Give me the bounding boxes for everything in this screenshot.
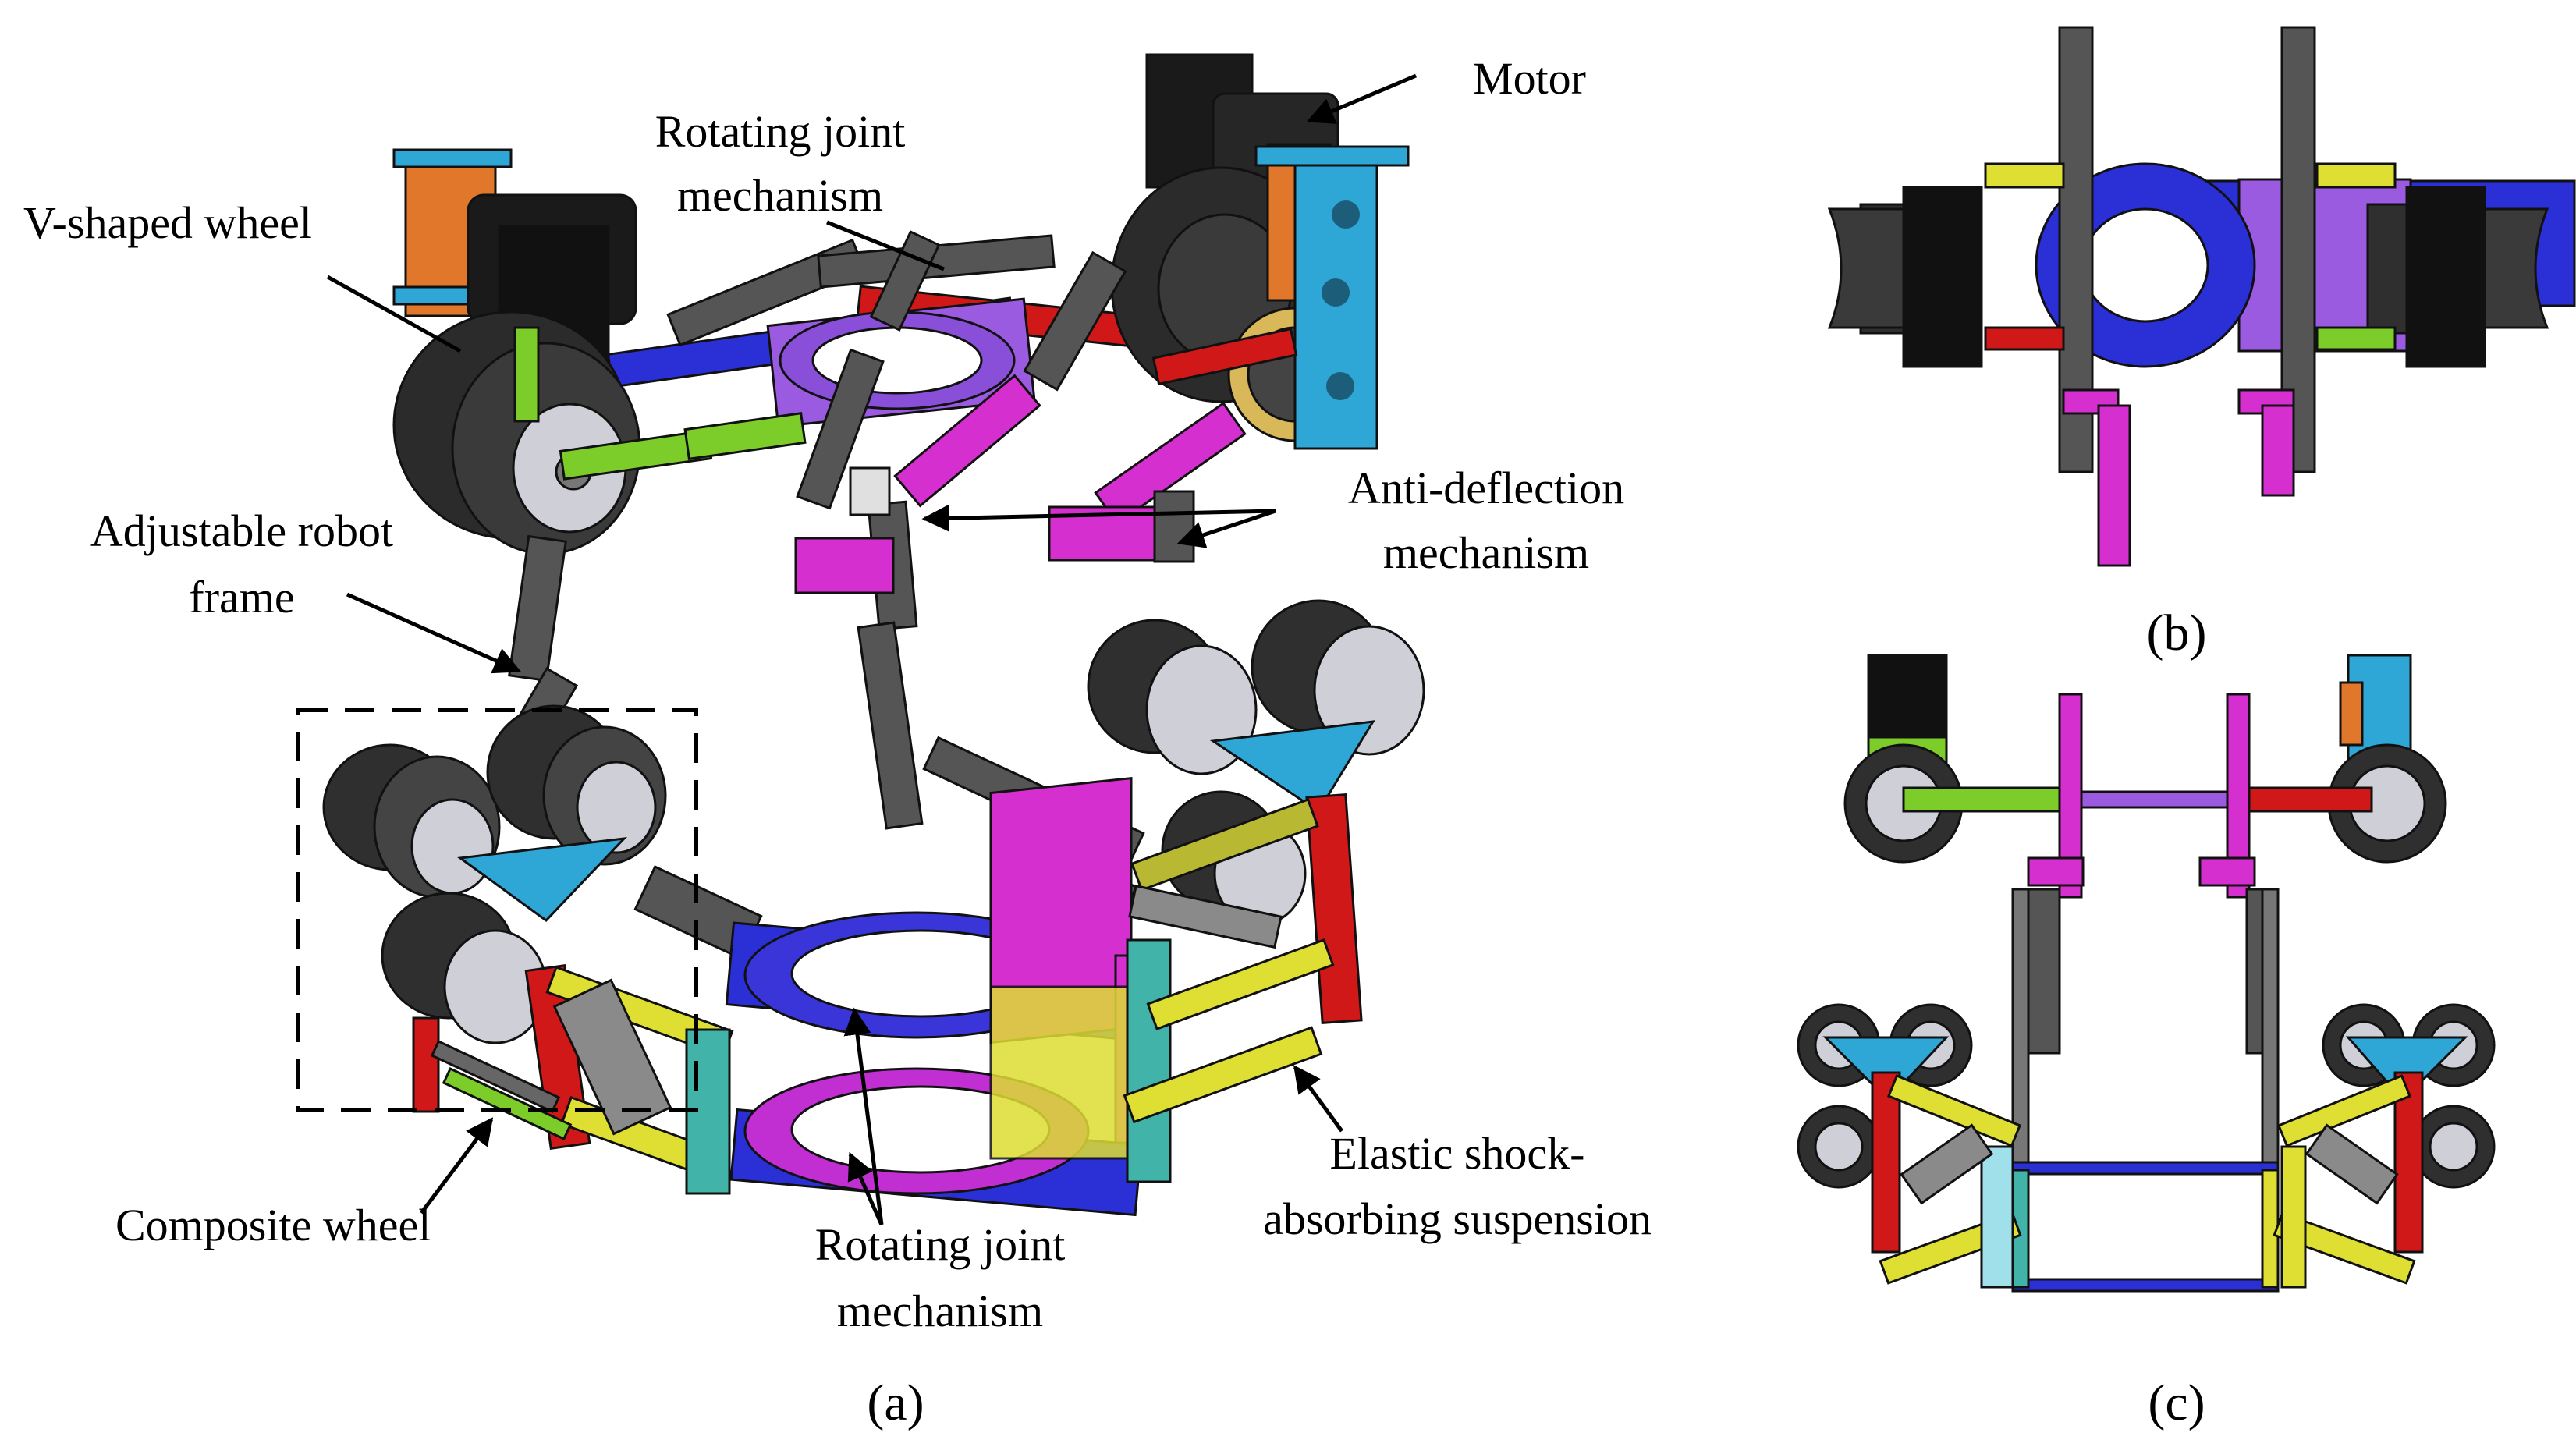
label-rotating-joint-bottom-2: mechanism bbox=[837, 1286, 1043, 1336]
panel-c-front-view: (c) bbox=[1797, 654, 2496, 1431]
label-frame-1: Adjustable robot bbox=[90, 505, 393, 556]
label-elastic-2: absorbing suspension bbox=[1263, 1193, 1652, 1244]
bottom-rotating-joint bbox=[725, 776, 1172, 1217]
label-anti-deflection-1: Anti-deflection bbox=[1348, 463, 1624, 513]
labels-panel-a: Motor Rotating joint mechanism V-shaped … bbox=[23, 53, 1652, 1431]
label-motor: Motor bbox=[1473, 53, 1586, 104]
label-composite-wheel: Composite wheel bbox=[115, 1200, 431, 1250]
elastic-suspension-left bbox=[430, 963, 734, 1195]
panel-label-b: (b) bbox=[2147, 605, 2207, 661]
panel-label-a: (a) bbox=[867, 1374, 924, 1431]
v-shaped-wheel-right bbox=[1110, 53, 1410, 450]
label-rotating-joint-top-1: Rotating joint bbox=[655, 106, 906, 157]
panel-a-robot-isometric bbox=[296, 53, 1425, 1217]
label-rotating-joint-top-2: mechanism bbox=[677, 170, 883, 221]
composite-wheel-right bbox=[1087, 599, 1425, 926]
composite-wheel-highlight-box bbox=[296, 708, 698, 1112]
label-elastic-1: Elastic shock- bbox=[1330, 1128, 1585, 1179]
panel-label-c: (c) bbox=[2148, 1374, 2205, 1431]
label-rotating-joint-bottom-1: Rotating joint bbox=[815, 1219, 1066, 1270]
label-anti-deflection-2: mechanism bbox=[1383, 527, 1589, 578]
callout-arrows bbox=[326, 73, 1417, 1226]
panel-b-top-view: (b) bbox=[1827, 26, 2576, 661]
label-v-shaped-wheel: V-shaped wheel bbox=[23, 197, 312, 248]
composite-wheel-left bbox=[322, 704, 667, 1113]
v-shaped-wheel-left bbox=[392, 148, 807, 555]
elastic-suspension-right bbox=[1123, 793, 1363, 1124]
label-frame-2: frame bbox=[189, 572, 294, 622]
